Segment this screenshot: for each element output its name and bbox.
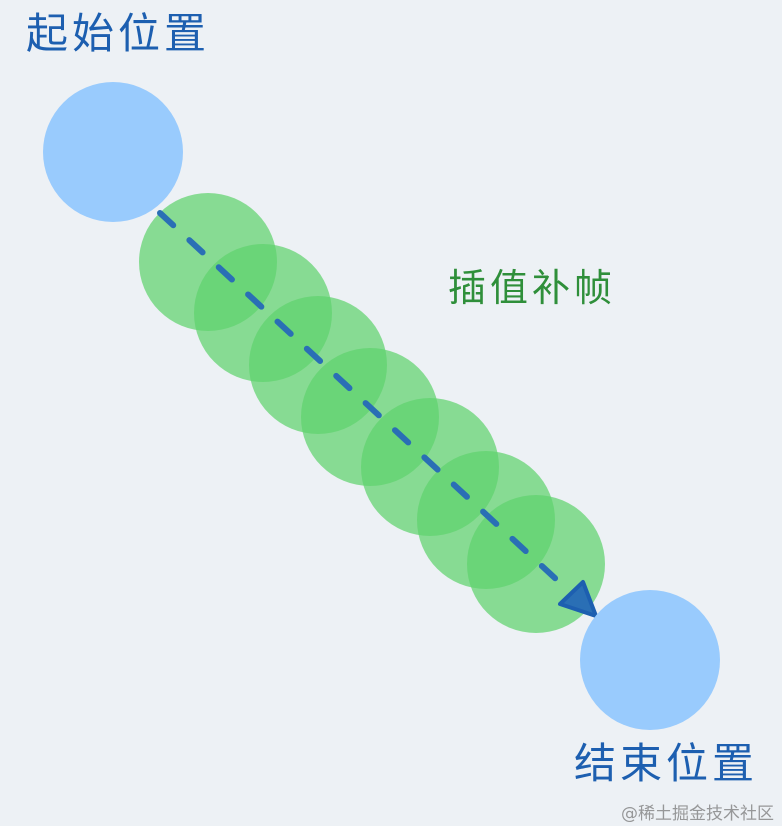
end-position-label: 结束位置	[574, 739, 759, 788]
interpolation-label: 插值补帧	[448, 266, 617, 310]
watermark: @稀土掘金技术社区	[621, 804, 774, 824]
start-position-circle	[43, 82, 183, 222]
start-position-label: 起始位置	[26, 9, 211, 58]
end-position-circle	[580, 590, 720, 730]
motion-arrow-line	[157, 210, 573, 595]
motion-arrow-head	[558, 580, 598, 618]
